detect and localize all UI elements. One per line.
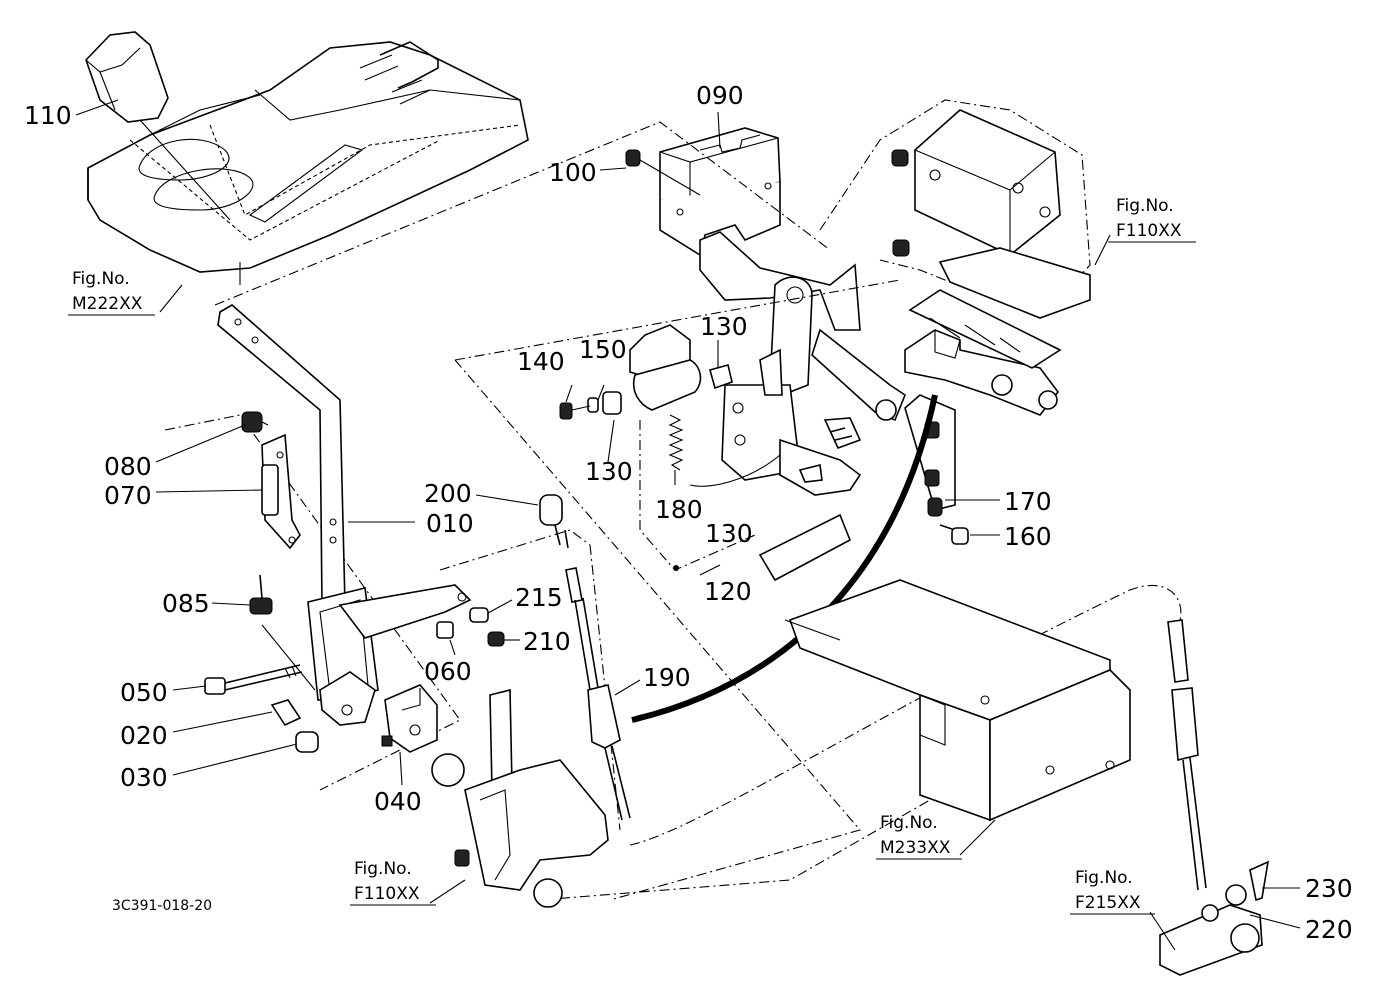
label-130-top: 130 bbox=[700, 312, 748, 341]
figure-ref-f215: Fig.No. F215XX bbox=[1070, 868, 1155, 915]
label-190: 190 bbox=[643, 663, 691, 692]
label-230: 230 bbox=[1305, 874, 1353, 903]
svg-text:Fig.No.: Fig.No. bbox=[1075, 868, 1133, 888]
nut-215-210 bbox=[469, 607, 505, 647]
label-130-mid: 130 bbox=[585, 457, 633, 486]
main-lever-010 bbox=[217, 304, 472, 726]
label-200: 200 bbox=[424, 479, 472, 508]
nut-060 bbox=[436, 621, 454, 639]
block-040 bbox=[381, 684, 438, 753]
svg-text:M233XX: M233XX bbox=[880, 838, 951, 858]
label-110: 110 bbox=[24, 101, 72, 130]
svg-text:F110XX: F110XX bbox=[354, 884, 420, 904]
label-070: 070 bbox=[104, 481, 152, 510]
svg-text:Fig.No.: Fig.No. bbox=[354, 859, 412, 879]
bolt-085 bbox=[249, 574, 273, 615]
figure-ref-m222: Fig.No. M222XX bbox=[68, 269, 155, 316]
label-120: 120 bbox=[704, 577, 752, 606]
label-100: 100 bbox=[549, 158, 597, 187]
label-085: 085 bbox=[162, 589, 210, 618]
leader-lines bbox=[75, 99, 1301, 951]
label-180: 180 bbox=[655, 495, 703, 524]
label-170: 170 bbox=[1004, 487, 1052, 516]
bolt-100 bbox=[625, 149, 701, 196]
svg-text:M222XX: M222XX bbox=[72, 294, 143, 314]
label-215: 215 bbox=[515, 583, 563, 612]
bolt-050 bbox=[204, 664, 303, 695]
assembly-guide-lines bbox=[164, 121, 1221, 931]
mount-bracket-upper bbox=[819, 99, 1091, 319]
drawing-code: 3C391-018-20 bbox=[112, 898, 212, 914]
svg-text:Fig.No.: Fig.No. bbox=[72, 269, 130, 289]
bolt-160 bbox=[939, 524, 969, 545]
cable-right bbox=[1159, 619, 1270, 976]
label-150: 150 bbox=[579, 335, 627, 364]
label-210: 210 bbox=[523, 627, 571, 656]
label-080: 080 bbox=[104, 452, 152, 481]
bracket-070 bbox=[261, 433, 301, 550]
svg-text:Fig.No.: Fig.No. bbox=[1116, 196, 1174, 216]
svg-text:F215XX: F215XX bbox=[1075, 893, 1141, 913]
knob-110 bbox=[85, 31, 231, 221]
cover-panel bbox=[87, 41, 529, 285]
pivot-lever-assembly bbox=[699, 231, 1062, 511]
part-labels: 110 090 100 140 150 130 130 180 130 120 … bbox=[24, 81, 1353, 944]
svg-text:Fig.No.: Fig.No. bbox=[880, 813, 938, 833]
lower-frame bbox=[758, 513, 1131, 822]
label-140: 140 bbox=[517, 347, 565, 376]
label-010: 010 bbox=[426, 509, 474, 538]
mount-bracket-lower bbox=[431, 688, 609, 908]
label-050: 050 bbox=[120, 678, 168, 707]
spring-020 bbox=[270, 699, 302, 727]
figure-ref-f110-bottom: Fig.No. F110XX bbox=[350, 859, 436, 906]
nut-030 bbox=[295, 731, 319, 753]
label-090: 090 bbox=[696, 81, 744, 110]
label-130-bottom: 130 bbox=[705, 519, 753, 548]
label-060: 060 bbox=[424, 657, 472, 686]
svg-text:F110XX: F110XX bbox=[1116, 221, 1182, 241]
label-160: 160 bbox=[1004, 522, 1052, 551]
bolt-170 bbox=[927, 497, 943, 517]
label-040: 040 bbox=[374, 787, 422, 816]
figure-ref-f110-top: Fig.No. F110XX bbox=[1108, 196, 1196, 243]
label-220: 220 bbox=[1305, 915, 1353, 944]
cable-190 bbox=[539, 494, 631, 821]
bolt-080 bbox=[241, 411, 269, 433]
label-030: 030 bbox=[120, 763, 168, 792]
figure-ref-m233: Fig.No. M233XX bbox=[876, 813, 962, 860]
label-020: 020 bbox=[120, 721, 168, 750]
small-hardware-group bbox=[559, 324, 781, 571]
